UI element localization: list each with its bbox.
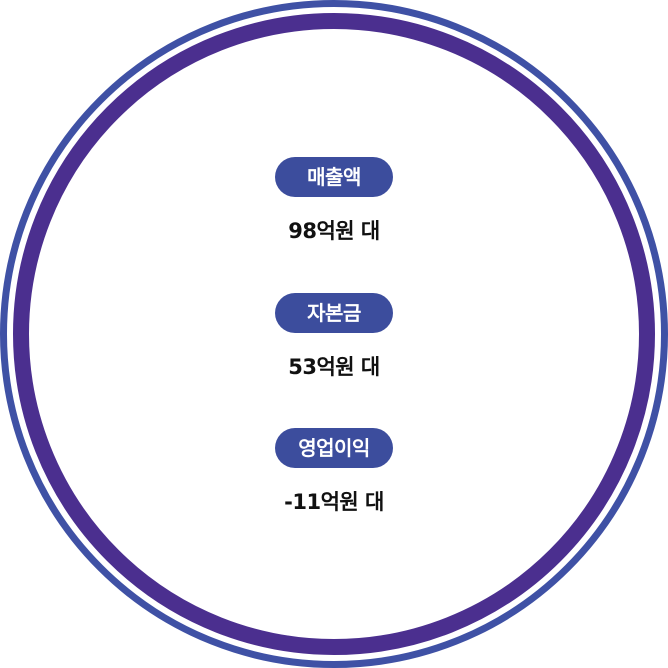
stat-revenue: 매출액 98억원 대	[0, 157, 668, 245]
capital-value: 53억원 대	[288, 355, 380, 379]
revenue-label-badge: 매출액	[275, 157, 393, 197]
stat-capital: 자본금 53억원 대	[0, 293, 668, 381]
operating-profit-label-badge: 영업이익	[275, 428, 393, 468]
revenue-value: 98억원 대	[288, 219, 380, 243]
operating-profit-value: -11억원 대	[284, 490, 384, 514]
stat-operating-profit: 영업이익 -11억원 대	[0, 428, 668, 516]
capital-label-badge: 자본금	[275, 293, 393, 333]
